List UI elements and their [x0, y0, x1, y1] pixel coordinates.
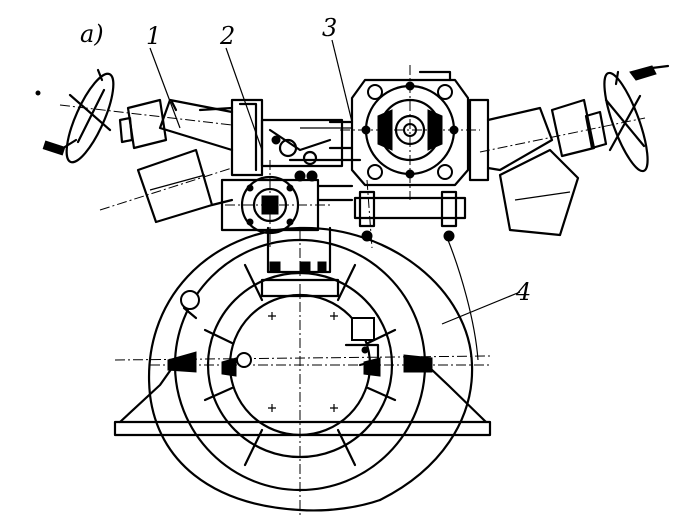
left-gear-unit	[220, 160, 330, 250]
panel-label: a)	[80, 20, 104, 48]
stray-mark	[35, 90, 41, 96]
inner-bracket	[344, 317, 380, 367]
callout-3-label: 3	[322, 14, 337, 42]
linkage-mechanism	[260, 118, 362, 168]
callout-2-label: 2	[219, 22, 235, 50]
callout-4-label: 4	[515, 278, 531, 306]
right-arm	[468, 64, 670, 237]
left-slide-arm	[198, 106, 234, 207]
callout-1-label: 1	[146, 22, 161, 50]
mounting-column	[260, 226, 340, 298]
cross-bar	[353, 179, 479, 361]
base-plate	[113, 366, 492, 437]
left-arm	[42, 68, 264, 224]
connecting-shaft	[316, 120, 354, 202]
right-gear-unit	[340, 65, 480, 200]
